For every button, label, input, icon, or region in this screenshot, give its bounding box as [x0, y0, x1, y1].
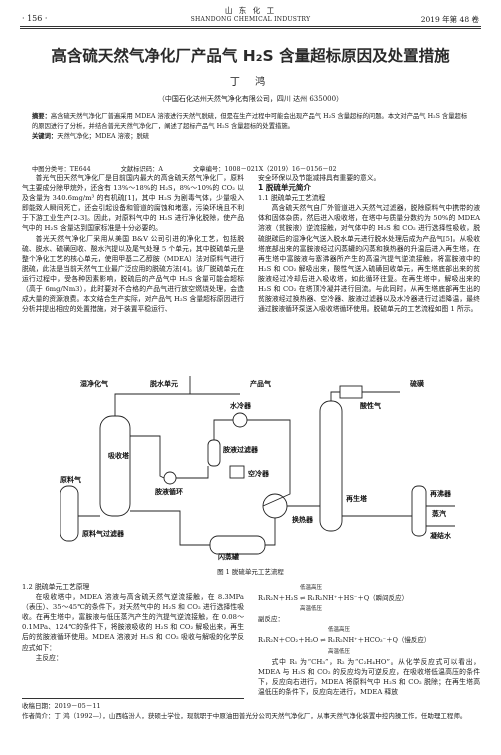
header-rule-thin — [20, 28, 481, 29]
received-date: 收稿日期：2019－05－11 — [22, 702, 101, 710]
keywords-label: 关键词： — [32, 133, 58, 140]
paragraph: 式中 R₁ 为“CH₃”，R₂ 为“C₂H₄HO”。从化学反应式可以看出，MDE… — [258, 657, 480, 696]
right-column-lower: 低温高压 R₁R₂N＋H₂S ⇌ R₁R₂NH⁺＋HS⁻＋Q（瞬间反应） 高温低… — [258, 582, 480, 697]
label-wet-gas: 湿净化气 — [80, 379, 108, 388]
label-dehydration: 脱水单元 — [150, 379, 178, 388]
equation-body: R₁R₂N＋H₂S ⇌ R₁R₂NH⁺＋HS⁻＋Q（瞬间反应） — [258, 594, 409, 603]
equation-condition-top: 低温高压 — [328, 627, 351, 634]
equation-side: 低温高压 R₁R₂N＋CO₂＋H₂O ⇌ R₁R₂NH⁺＋HCO₃⁻＋Q（慢反应… — [258, 624, 480, 656]
label-regenerator: 再生塔 — [346, 494, 368, 503]
label-absorber: 吸收塔 — [108, 451, 130, 460]
journal-name: 山 东 化 工 SHANDONG CHEMICAL INDUSTRY — [0, 6, 501, 24]
header-rule — [20, 26, 481, 27]
pump-line — [176, 466, 209, 479]
subsection-heading: 1.1 脱硫单元工艺流程 — [258, 194, 326, 203]
air-cooler — [229, 465, 245, 479]
reboiler-vessel — [411, 485, 427, 537]
paragraph: 在吸收塔中，MDEA 溶液与高含硫天然气逆流接触，在 8.3MPa（表压）、35… — [22, 593, 244, 652]
label-reboiler: 再沸器 — [430, 489, 452, 498]
regen-top-line — [330, 391, 340, 401]
article-number: 文章编号：1008－021X（2019）16－0156－02 — [192, 166, 337, 173]
flash-outlet-line — [265, 518, 276, 546]
lean-amine-line — [130, 435, 165, 479]
label-raw-filter: 原料气过滤器 — [82, 529, 125, 538]
acid-condenser — [339, 385, 363, 399]
absorber-vessel — [99, 415, 131, 517]
cooler-line — [247, 419, 291, 507]
label-exchanger: 换热器 — [292, 515, 314, 524]
label-condensate: 凝结水 — [430, 531, 452, 540]
keywords-value: 天然气净化；MDEA 溶液；脱硫 — [57, 133, 150, 140]
author-name: 丁 鸿 — [229, 77, 272, 88]
page-number: · 156 · — [22, 14, 48, 23]
wet-gas-line — [114, 393, 240, 416]
left-column: 普光气田天然气净化厂是目前国内最大的高含硫天然气净化厂，原料气主要成分除甲烷外，… — [22, 173, 244, 314]
flash-tank-vessel — [209, 535, 266, 555]
paragraph: 安全环保以及节能减排具有重要的意义。 — [258, 174, 381, 182]
side-reaction-label: 副反应： — [258, 615, 284, 624]
label-flash-tank: 闪蒸罐 — [218, 552, 239, 561]
document-code: 文献标识码：A — [120, 166, 163, 173]
raw-filter-vessel — [60, 485, 79, 542]
journal-name-cn: 山 东 化 工 — [224, 6, 277, 15]
label-amine-filter: 胺液过滤器 — [223, 445, 259, 454]
water-cooler — [232, 412, 248, 428]
abstract-body: 高含硫天然气净化厂普遍采用 MDEA 溶液进行天然气脱硫，但是在生产过程中可能会… — [32, 113, 468, 130]
paragraph: 高含硫天然气自厂外管道进入天然气过滤器，脱除原料气中携带的液体和固体杂质，然后进… — [258, 204, 480, 314]
filter-line — [213, 419, 233, 440]
subsection-heading: 1.2 脱硫单元工艺原理 — [22, 583, 90, 591]
label-raw-gas: 原料气 — [60, 475, 81, 484]
label-air-cooler: 空冷器 — [248, 469, 270, 478]
paragraph: 主反应： — [35, 653, 63, 662]
abstract-label: 摘要： — [32, 113, 51, 120]
equation-condition-bottom: 高温低压 — [300, 606, 323, 613]
footnote: 收稿日期：2019－05－11 作者简介：丁 鸿（1992—），山西临汾人，获硕… — [22, 701, 482, 721]
regenerator-vessel — [319, 400, 343, 532]
figure-caption: 图 1 脱硫单元工艺流程 — [217, 568, 284, 576]
article-title: 高含硫天然气净化厂产品气 H₂S 含量超标原因及处置措施 — [51, 47, 450, 65]
equation-condition-top: 低温高压 — [300, 585, 323, 591]
left-column-lower: 1.2 脱硫单元工艺原理 在吸收塔中，MDEA 溶液与高含硫天然气逆流接触，在 … — [22, 582, 244, 663]
affiliation: （中国石化达州天然气净化有限公司，四川 达州 635000） — [157, 95, 344, 103]
journal-name-en: SHANDONG CHEMICAL INDUSTRY — [190, 16, 311, 23]
issue-info: 2019 年第 48 卷 — [420, 15, 479, 24]
abstract-block: 摘要：高含硫天然气净化厂普遍采用 MDEA 溶液进行天然气脱硫，但是在生产过程中… — [32, 112, 469, 142]
rich-amine-line — [130, 510, 210, 546]
keywords: 关键词：天然气净化；MDEA 溶液；脱硫 — [32, 132, 469, 142]
label-amine-cycle: 胺液循环 — [155, 487, 183, 496]
amine-filter-vessel — [207, 439, 221, 467]
right-column: 安全环保以及节能减排具有重要的意义。 1 脱硫单元简介 1.1 脱硫单元工艺流程… — [258, 173, 480, 314]
equation-condition-bottom: 高温低压 — [328, 648, 351, 655]
equation-body: R₁R₂N＋CO₂＋H₂O ⇌ R₁R₂NH⁺＋HCO₃⁻＋Q（慢反应） — [258, 636, 431, 645]
label-acid-gas: 酸性气 — [360, 401, 381, 410]
label-water-cooler: 水冷器 — [230, 401, 252, 410]
process-flow-diagram: 湿净化气 脱水单元 产品气 酸性气 硫磺 水冷器 吸收塔 胺液循环 胺液过滤器 … — [60, 376, 455, 561]
label-sulfur: 硫磺 — [410, 379, 424, 388]
article-meta: 中图分类号：TE644 文献标识码：A 文章编号：1008－021X（2019）… — [32, 164, 469, 173]
heat-exchanger — [262, 493, 288, 519]
paragraph: 普光天然气净化厂采用从美国 B&V 公司引进的净化工艺，包括脱硫、脱水、硫磺回收… — [22, 234, 244, 314]
clc-number: 中图分类号：TE644 — [32, 166, 91, 173]
circulation-pump — [163, 471, 177, 485]
footnote-rule — [22, 698, 244, 699]
author-bio: 作者简介：丁 鸿（1992—），山西临汾人，获硕士学位，现就职于中原油田普光分公… — [22, 712, 467, 720]
label-product-gas: 产品气 — [250, 379, 271, 388]
abstract-text: 摘要：高含硫天然气净化厂普遍采用 MDEA 溶液进行天然气脱硫，但是在生产过程中… — [32, 112, 469, 132]
label-steam: 蒸汽 — [432, 509, 446, 518]
equation-main: 低温高压 R₁R₂N＋H₂S ⇌ R₁R₂NH⁺＋HS⁻＋Q（瞬间反应） 高温低… — [258, 582, 480, 614]
section-heading: 1 脱硫单元简介 — [258, 183, 311, 193]
paragraph: 普光气田天然气净化厂是目前国内最大的高含硫天然气净化厂，原料气主要成分除甲烷外，… — [22, 174, 244, 233]
